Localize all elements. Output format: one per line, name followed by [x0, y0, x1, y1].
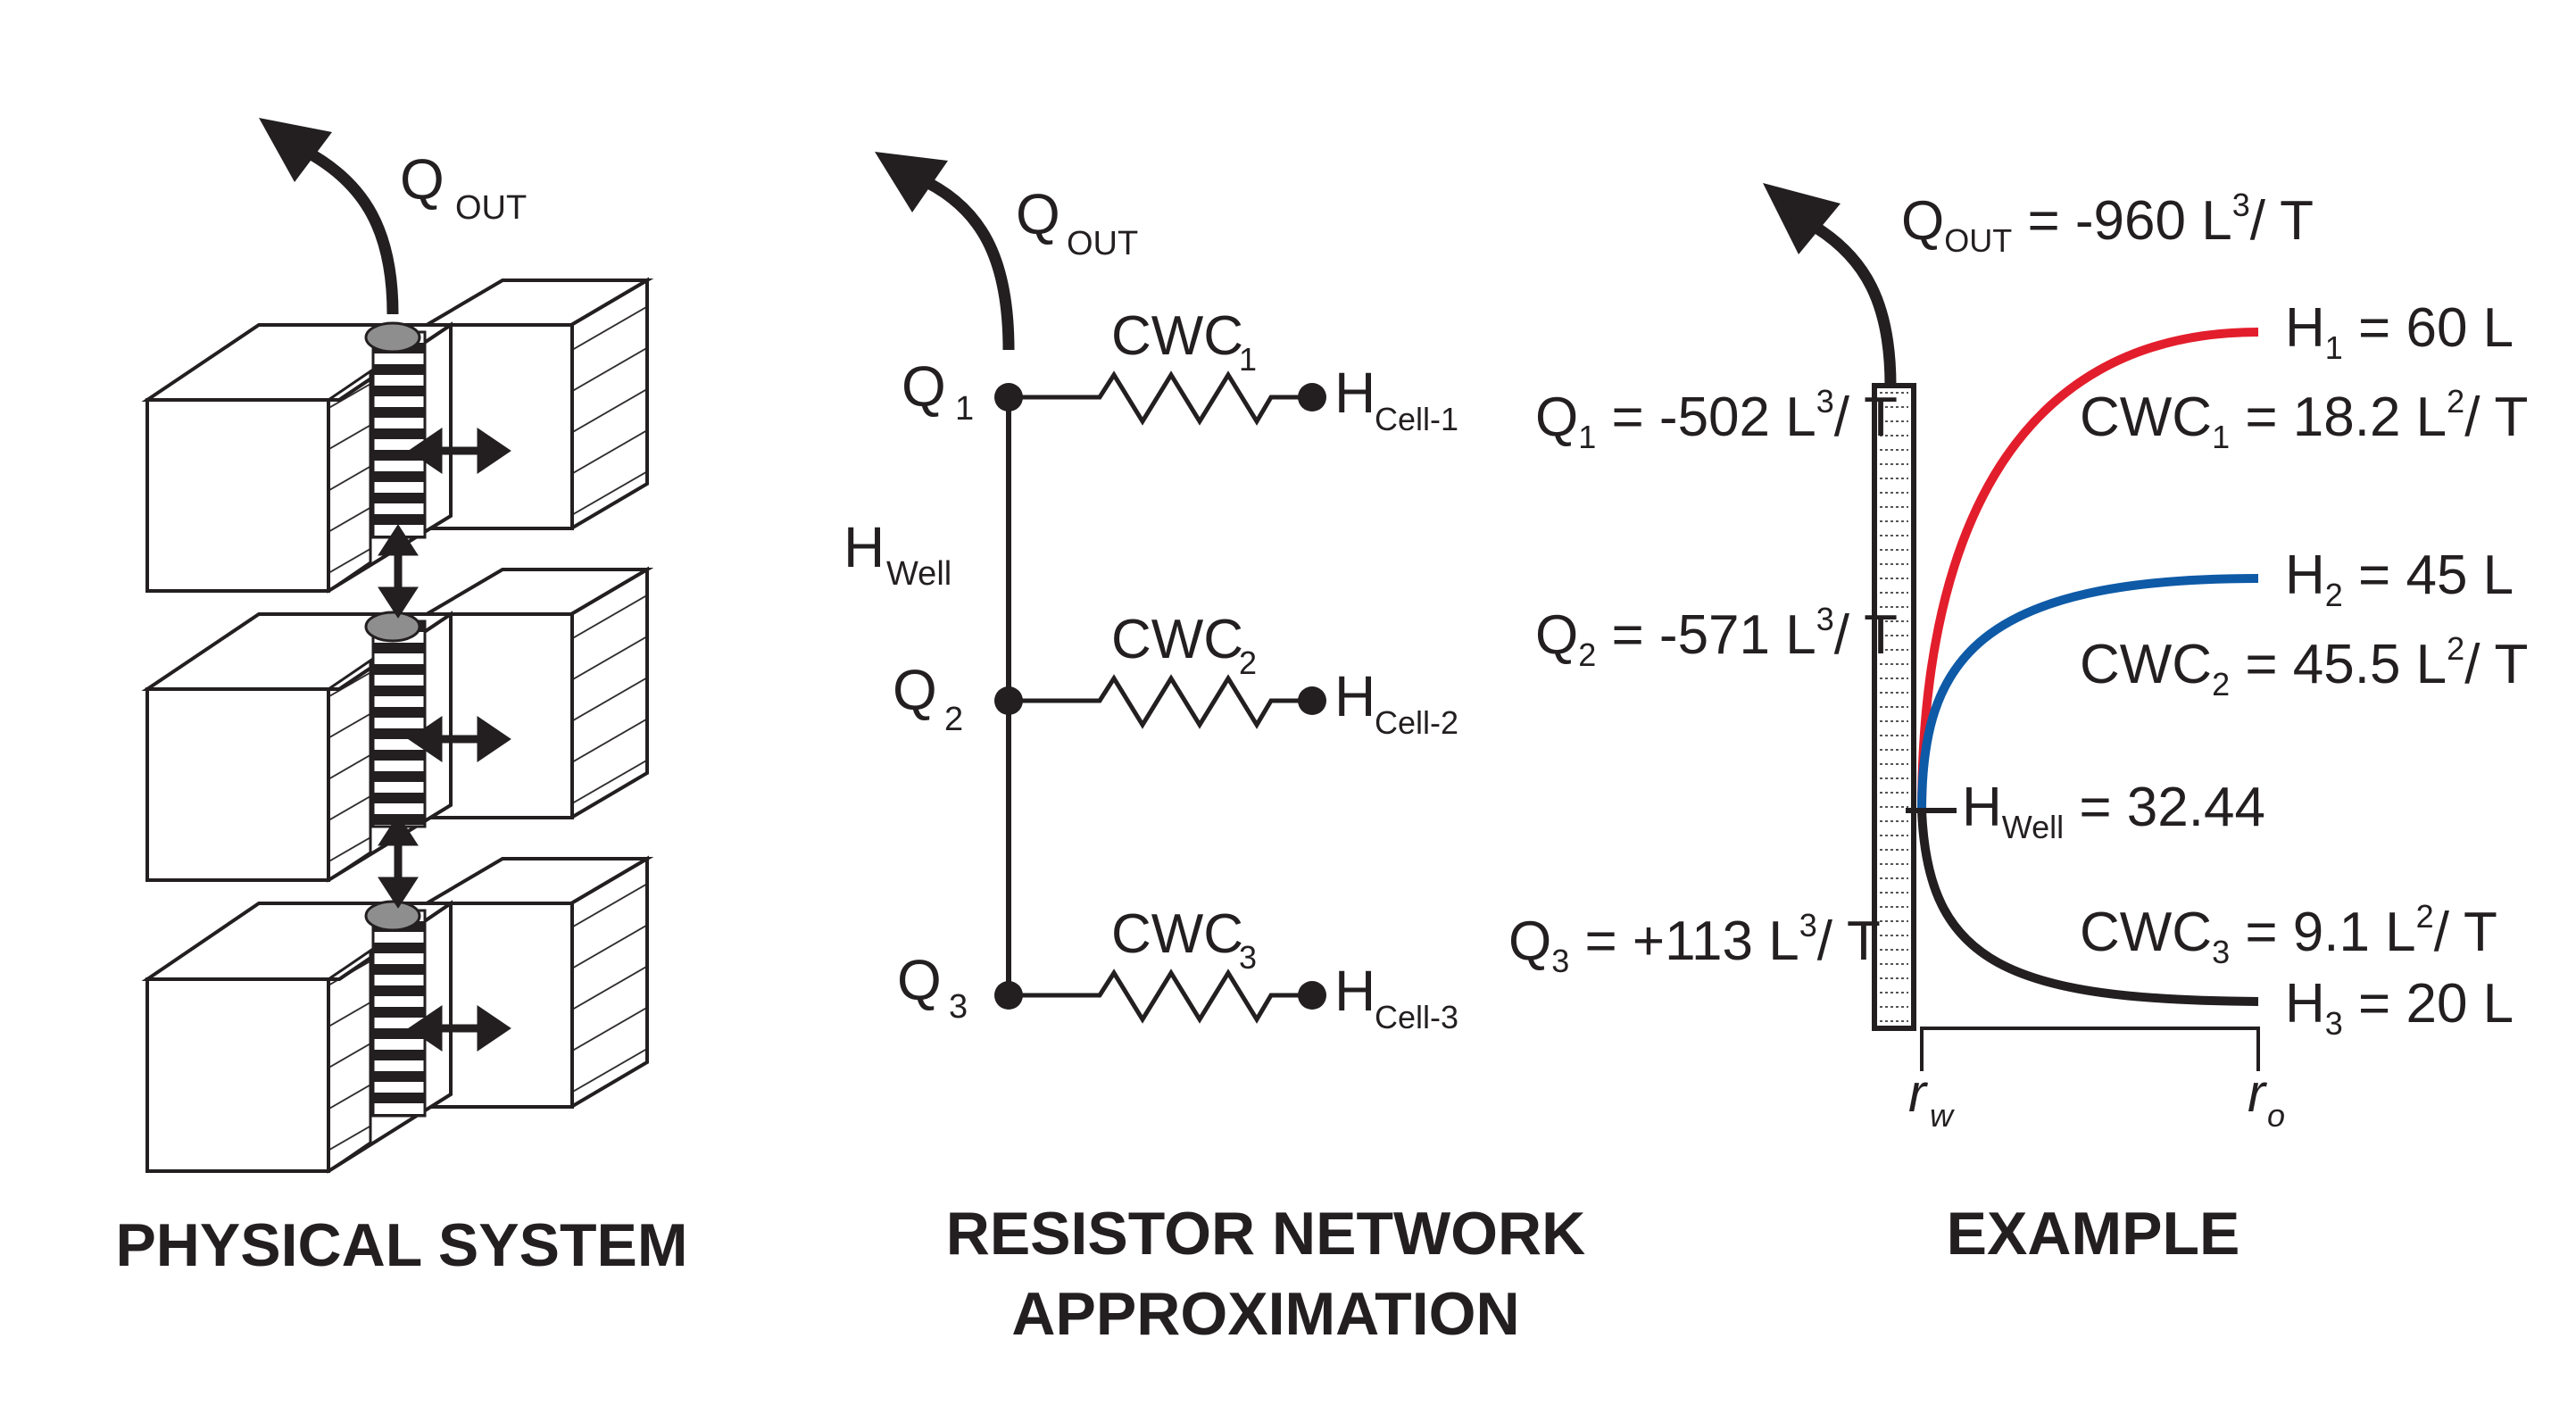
example-q-out-arrowhead: [1763, 183, 1841, 254]
cwc2-value: CWC2 = 45.5 L2/ T: [2080, 630, 2528, 702]
h-well-value: HWell = 32.44: [1962, 777, 2265, 845]
resistor-1: [1009, 370, 1312, 426]
example-title: EXAMPLE: [1947, 1200, 2240, 1268]
q-out-arrowhead: [259, 118, 332, 182]
h-cell-2-subscript: Cell-2: [1375, 704, 1458, 741]
r-w-subscript: w: [1930, 1097, 1955, 1134]
cwc3-subscript: 3: [1239, 939, 1257, 976]
curve-cell-2: [1917, 574, 2259, 811]
r-w-label: r: [1908, 1063, 1928, 1123]
branch-3: Q 3 CWC 3 H Cell-3: [897, 903, 1458, 1035]
r-o-label: r: [2248, 1063, 2267, 1123]
curve-cell-3: [1917, 810, 2259, 1006]
q3-subscript: 3: [949, 988, 968, 1026]
radius-axis: [1920, 1027, 2260, 1071]
node-h-cell-3: [1298, 981, 1326, 1010]
physical-system-title: PHYSICAL SYSTEM: [115, 1211, 687, 1279]
physical-system-panel: Q OUT PHYSICAL SYSTEM: [115, 118, 688, 1279]
vertical-flow-arrows: [378, 524, 419, 909]
cwc1-value: CWC1 = 18.2 L2/ T: [2080, 383, 2528, 455]
h-well-label: H: [843, 515, 885, 579]
q3-label: Q: [897, 948, 942, 1012]
q2-label: Q: [893, 658, 937, 722]
q-out-arrow: [300, 145, 399, 315]
horizontal-flow-arrows: [408, 428, 511, 1052]
resistor-network-panel: Q OUT H Well Q 1 CWC 1 H Cell-1 Q 2 CWC …: [843, 152, 1585, 1348]
curve-cell-1: [1917, 328, 2259, 811]
example-q-out-arrow: [1808, 220, 1897, 387]
node-h-cell-1: [1298, 383, 1326, 412]
h-cell-3-label: H: [1334, 959, 1375, 1023]
h2-value: H2 = 45 L: [2285, 545, 2514, 613]
h1-value: H1 = 60 L: [2285, 297, 2514, 366]
node-h-cell-2: [1298, 686, 1326, 715]
branch-2: Q 2 CWC 2 H Cell-2: [893, 609, 1458, 741]
r-o-subscript: o: [2267, 1097, 2285, 1134]
q2-value: Q2 = -571 L3/ T: [1535, 601, 1898, 673]
q1-value: Q1 = -502 L3/ T: [1535, 383, 1898, 455]
network-title-line-2: APPROXIMATION: [1011, 1280, 1519, 1348]
network-q-out-arrow: [917, 173, 1015, 351]
h-well-subscript: Well: [886, 555, 951, 593]
cwc2-subscript: 2: [1239, 644, 1257, 681]
h-cell-3-subscript: Cell-3: [1375, 999, 1458, 1035]
cwc3-value: CWC3 = 9.1 L2/ T: [2080, 898, 2497, 970]
q2-subscript: 2: [944, 701, 963, 738]
cwc2-label: CWC: [1111, 609, 1243, 670]
h3-value: H3 = 20 L: [2285, 973, 2514, 1042]
network-q-out-subscript: OUT: [1067, 225, 1138, 262]
example-well-screen: [1880, 391, 1908, 1023]
network-title-line-1: RESISTOR NETWORK: [946, 1200, 1586, 1268]
cwc3-label: CWC: [1111, 903, 1243, 965]
cwc1-subscript: 1: [1239, 341, 1257, 378]
h-cell-2-label: H: [1334, 664, 1375, 728]
q3-value: Q3 = +113 L3/ T: [1508, 907, 1881, 979]
example-q-out-label: QOUT = -960 L3/ T: [1901, 187, 2314, 259]
h-cell-1-subscript: Cell-1: [1375, 401, 1458, 437]
q-out-subscript: OUT: [455, 189, 527, 227]
network-q-out-label: Q: [1016, 182, 1060, 246]
h-cell-1-label: H: [1334, 361, 1375, 425]
q1-subscript: 1: [955, 390, 974, 428]
q-out-label: Q: [400, 147, 445, 212]
resistor-2: [1009, 674, 1312, 729]
q1-label: Q: [902, 354, 946, 419]
network-q-out-arrowhead: [875, 152, 948, 212]
cwc1-label: CWC: [1111, 305, 1243, 367]
example-panel: r w r o QOUT = -960 L3/ T Q1 = -502 L3/ …: [1508, 183, 2528, 1268]
well-screen: [364, 321, 427, 1118]
branch-1: Q 1 CWC 1 H Cell-1: [902, 305, 1458, 437]
resistor-3: [1009, 969, 1312, 1024]
